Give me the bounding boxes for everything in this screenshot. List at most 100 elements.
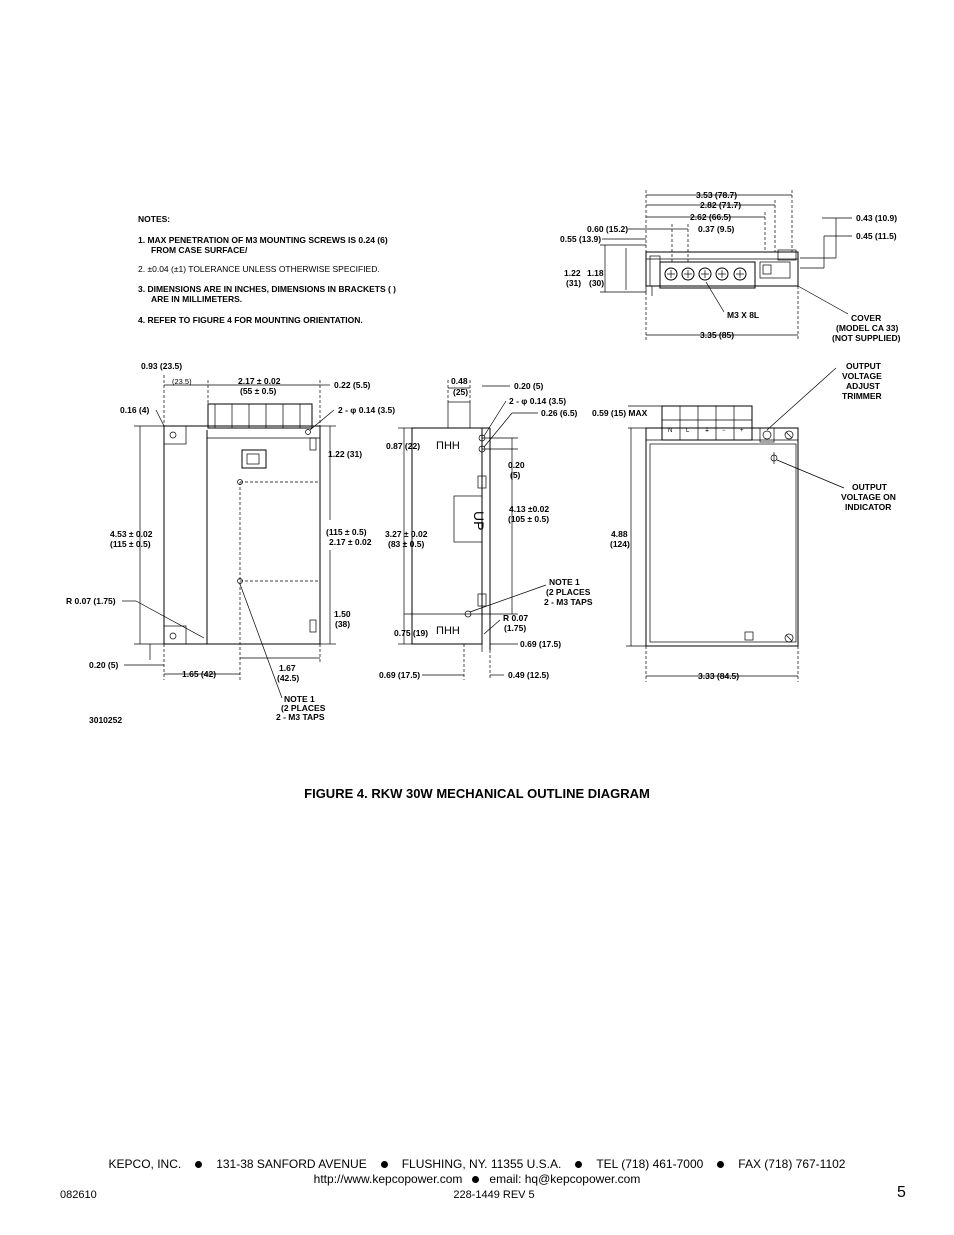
- dim-0-93: 0.93 (23.5): [141, 361, 182, 371]
- dim-0-22: 0.22 (5.5): [334, 380, 371, 390]
- terminal-mark-1: N: [668, 428, 672, 434]
- bullet-icon: [195, 1161, 203, 1169]
- dim-0-20-side: 0.20: [508, 460, 525, 470]
- bullet-icon: [717, 1161, 725, 1169]
- cover-model: (MODEL CA 33): [836, 323, 899, 333]
- note-3-cont: ARE IN MILLIMETERS.: [151, 294, 242, 304]
- dim-0-55: 0.55 (13.9): [560, 234, 601, 244]
- dim-25: (25): [453, 387, 468, 397]
- indicator-line-2: VOLTAGE ON: [841, 492, 896, 502]
- dim-0-48: 0.48: [451, 376, 468, 386]
- dim-42-5: (42.5): [277, 673, 299, 683]
- figure-caption: FIGURE 4. RKW 30W MECHANICAL OUTLINE DIA…: [304, 786, 650, 801]
- dim-2-17-b: (115 ± 0.5): [326, 527, 367, 537]
- bullet-icon: [575, 1161, 583, 1169]
- dim-55-a: (55 ± 0.5): [240, 386, 276, 396]
- dim-1-50: 1.50: [334, 609, 351, 619]
- dim-2-62: 2.62 (66.5): [690, 212, 731, 222]
- dim-0-60: 0.60 (15.2): [587, 224, 628, 234]
- note-1: 1. MAX PENETRATION OF M3 MOUNTING SCREWS…: [138, 235, 388, 245]
- dim-3-53: 3.53 (78.7): [696, 190, 737, 200]
- dim-3-35: 3.35 (85): [700, 330, 734, 340]
- dim-1-22: 1.22: [564, 268, 581, 278]
- drawing-number: 3010252: [89, 715, 122, 725]
- dim-1-18: 1.18: [587, 268, 604, 278]
- cover-not-supplied: (NOT SUPPLIED): [832, 333, 901, 343]
- trimmer-line-1: OUTPUT: [846, 361, 882, 371]
- page-number: 5: [897, 1184, 906, 1201]
- side-note-1: NOTE 1: [549, 577, 580, 587]
- dim-124: (124): [610, 539, 630, 549]
- terminal-mark-5: +: [740, 428, 744, 434]
- dim-2-82: 2.82 (71.7): [700, 200, 741, 210]
- dim-0-20-side-top: 0.20 (5): [514, 381, 543, 391]
- dim-0-75: 0.75 (19): [394, 628, 428, 638]
- footer-fax: FAX (718) 767-1102: [738, 1157, 846, 1171]
- dim-0-69-left: 0.69 (17.5): [379, 670, 420, 680]
- dim-0-37: 0.37 (9.5): [698, 224, 735, 234]
- footer-date-code: 082610: [60, 1189, 97, 1201]
- note-2: 2. ±0.04 (±1) TOLERANCE UNLESS OTHERWISE…: [138, 264, 380, 274]
- dim-1-65: 1.65 (42): [182, 669, 216, 679]
- dim-4-13: 4.13 ±0.02: [509, 504, 549, 514]
- footer-address: 131-38 SANFORD AVENUE: [216, 1157, 367, 1171]
- note-4: 4. REFER TO FIGURE 4 FOR MOUNTING ORIENT…: [138, 315, 363, 325]
- notes-block: NOTES: 1. MAX PENETRATION OF M3 MOUNTING…: [138, 214, 396, 325]
- front-note-places: (2 PLACES: [281, 703, 326, 713]
- dim-30: (30): [589, 278, 604, 288]
- dim-5-side: (5): [510, 470, 521, 480]
- label-m3-x-8l: M3 X 8L: [727, 310, 759, 320]
- footer-web-link[interactable]: http://www.kepcopower.com: [313, 1172, 463, 1186]
- footer-doc-number: 228-1449 REV 5: [453, 1189, 535, 1201]
- dim-0-20-front: 0.20 (5): [89, 660, 118, 670]
- note-3: 3. DIMENSIONS ARE IN INCHES, DIMENSIONS …: [138, 284, 396, 294]
- terminal-mark-2: L: [686, 428, 690, 434]
- dim-r-0-07-front: R 0.07 (1.75): [66, 596, 116, 606]
- footer-email[interactable]: email: hq@kepcopower.com: [489, 1172, 641, 1186]
- front-note-taps: 2 - M3 TAPS: [276, 712, 325, 722]
- dim-2-17-a: 2.17 ± 0.02: [238, 376, 281, 386]
- footer-tel: TEL (718) 461-7000: [596, 1157, 704, 1171]
- terminal-screws: [664, 267, 747, 281]
- side-mark-bottom: ΠΗΗ: [436, 625, 460, 637]
- trimmer-line-2: VOLTAGE: [842, 371, 882, 381]
- dim-0-59-max: 0.59 (15) MAX: [592, 408, 648, 418]
- dim-0-45: 0.45 (11.5): [856, 231, 897, 241]
- dim-0-16: 0.16 (4): [120, 405, 149, 415]
- dim-1-67: 1.67: [279, 663, 296, 673]
- dim-0-87: 0.87 (22): [386, 441, 420, 451]
- bullet-icon: [380, 1161, 388, 1169]
- mechanical-outline-diagram: NOTES: 1. MAX PENETRATION OF M3 MOUNTING…: [66, 190, 901, 725]
- side-note-taps: 2 - M3 TAPS: [544, 597, 593, 607]
- front-note-1: NOTE 1: [284, 694, 315, 704]
- dim-4-88: 4.88: [611, 529, 628, 539]
- dim-1-22-31: 1.22 (31): [328, 449, 362, 459]
- dim-r-0-07-side: R 0.07: [503, 613, 528, 623]
- dim-55-b: 2.17 ± 0.02: [329, 537, 372, 547]
- side-view: UP ΠΗΗ ΠΗΗ 0.48 (25) 0.20 (5) 2 - φ 0.14…: [379, 376, 593, 680]
- dim-38: (38): [335, 619, 350, 629]
- side-mark-top: ΠΗΗ: [436, 440, 460, 452]
- trimmer-line-3: ADJUST: [846, 381, 881, 391]
- trimmer-line-4: TRIMMER: [842, 391, 882, 401]
- dim-3-27: 3.27 ± 0.02: [385, 529, 428, 539]
- top-view: 3.53 (78.7) 2.82 (71.7) 2.62 (66.5) 0.60…: [560, 190, 901, 343]
- dim-0-49: 0.49 (12.5): [508, 670, 549, 680]
- notes-heading: NOTES:: [138, 214, 170, 224]
- indicator-line-3: INDICATOR: [845, 502, 891, 512]
- cover-label: COVER: [851, 313, 881, 323]
- dim-4-53: 4.53 ± 0.02: [110, 529, 153, 539]
- dim-2-phi-0-14-front: 2 - φ 0.14 (3.5): [338, 405, 395, 415]
- front-view: 0.93 (23.5) (23.5) 2.17 ± 0.02 (55 ± 0.5…: [66, 361, 395, 725]
- note-1-cont: FROM CASE SURFACE/: [151, 245, 248, 255]
- footer-city: FLUSHING, NY. 11355 U.S.A.: [401, 1157, 562, 1171]
- rear-view: N L ⏚ − + 0.59 (15) MAX 4.88 (124) 3.33 …: [592, 361, 896, 682]
- dim-31: (31): [566, 278, 581, 288]
- dim-0-43: 0.43 (10.9): [856, 213, 897, 223]
- terminal-mark-3: ⏚: [704, 427, 710, 434]
- dim-115-mm: (115 ± 0.5): [110, 539, 151, 549]
- dim-1-75-side: (1.75): [504, 623, 526, 633]
- indicator-line-1: OUTPUT: [852, 482, 888, 492]
- terminal-mark-4: −: [722, 428, 726, 434]
